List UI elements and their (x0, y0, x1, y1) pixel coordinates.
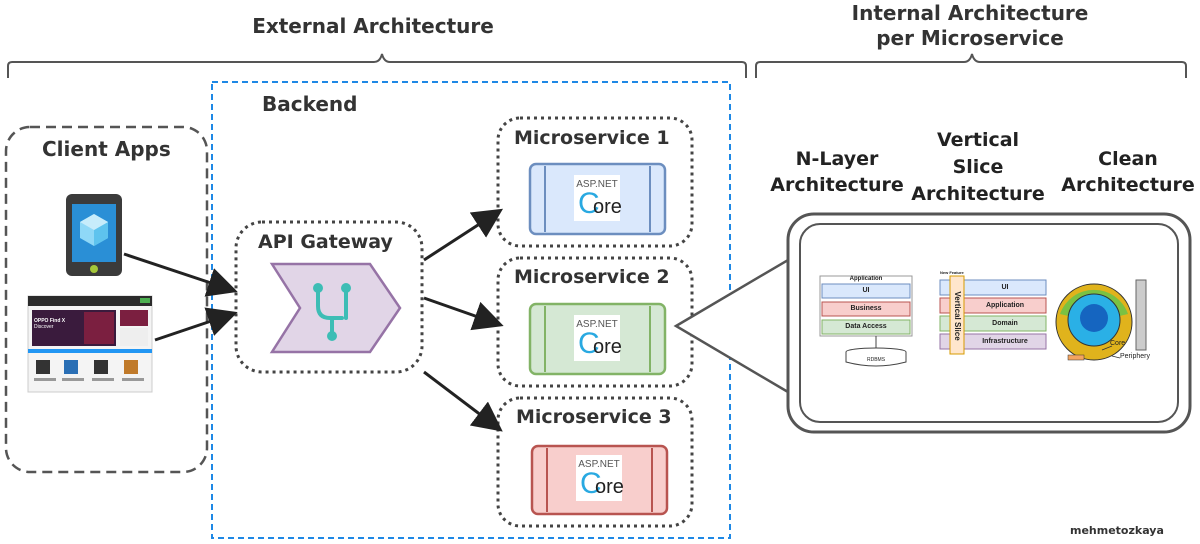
api-gateway-box (234, 220, 424, 374)
aspnet-c: C (578, 327, 600, 360)
n-layer-title-2: Architecture (770, 174, 904, 196)
arrow-gateway-to-ms2 (423, 296, 504, 331)
ms2-label: Microservice 2 (514, 266, 670, 288)
vertical-title-1: Vertical (936, 129, 1020, 151)
clean-core-label: Core (1110, 340, 1126, 347)
internal-title-line1: Internal Architecture (851, 1, 1089, 25)
backend-label: Backend (262, 92, 358, 116)
vertical-new-feature: New Feature (940, 270, 964, 275)
ms3-label: Microservice 3 (516, 406, 672, 428)
vertical-slice-title: Vertical Slice Architecture (906, 127, 1050, 208)
vertical-title-3: Architecture (911, 183, 1045, 205)
external-architecture-title: External Architecture (252, 14, 494, 38)
watermark: mehmetozkaya (1070, 524, 1164, 537)
n-layer-rdbms: RDBMS (866, 357, 886, 363)
internal-architecture-title: Internal Architecture per Microservice (800, 1, 1140, 51)
external-brace (7, 53, 747, 78)
aspnet-core-logo-1: ASP.NET C ore (574, 175, 622, 221)
aspnet-core-logo-2: ASP.NET C ore (574, 315, 622, 361)
n-layer-title-1: N-Layer (795, 148, 879, 170)
ms3-box (496, 396, 694, 528)
arrow-gateway-to-ms3 (423, 370, 503, 432)
aspnet-ore: ore (595, 476, 624, 498)
arrow-web-to-gateway (154, 307, 238, 342)
web-app-banner-sub: Discover (34, 324, 54, 330)
arrow-gateway-to-ms1 (423, 208, 504, 262)
api-gateway-label: API Gateway (258, 231, 393, 253)
vertical-layer-infrastructure: Infrastructure (982, 338, 1028, 345)
vertical-slice-label: Vertical Slice (953, 291, 962, 341)
client-apps-label: Client Apps (42, 137, 171, 161)
internal-brace (755, 53, 1187, 78)
n-layer-diagram (819, 275, 913, 367)
ms1-label: Microservice 1 (514, 127, 670, 149)
n-layer-ui: UI (862, 287, 870, 294)
vertical-layer-ui: UI (1001, 284, 1009, 291)
aspnet-c: C (580, 467, 602, 500)
aspnet-ore: ore (593, 336, 622, 358)
n-layer-application: Application (849, 276, 883, 282)
n-layer-business: Business (850, 305, 882, 312)
clean-architecture-diagram (1055, 279, 1147, 361)
vertical-title-2: Slice (952, 156, 1004, 178)
vertical-layer-application: Application (985, 302, 1025, 309)
web-app-banner-title: OPPO Find X (34, 318, 66, 324)
client-apps-box (4, 125, 209, 474)
n-layer-data-access: Data Access (845, 323, 887, 330)
vertical-slice-diagram (939, 275, 1047, 355)
phone-illustration (66, 194, 122, 276)
arrow-phone-to-gateway (123, 252, 238, 297)
clean-title-2: Architecture (1061, 174, 1195, 196)
gateway-chevron (269, 262, 402, 354)
vertical-layer-domain: Domain (992, 320, 1018, 327)
aspnet-core-logo-3: ASP.NET C ore (576, 455, 624, 501)
aspnet-text: ASP.NET (576, 319, 618, 330)
internal-title-line2: per Microservice (876, 26, 1064, 50)
clean-title: Clean Architecture (1056, 146, 1200, 198)
clean-title-1: Clean (1098, 148, 1158, 170)
clean-periphery-label: Periphery (1120, 353, 1150, 360)
aspnet-c: C (578, 187, 600, 220)
web-app-banner: OPPO Find X Discover (34, 318, 65, 330)
aspnet-ore: ore (593, 196, 622, 218)
n-layer-title: N-Layer Architecture (766, 146, 908, 198)
ms1-box (496, 116, 694, 248)
aspnet-text: ASP.NET (576, 179, 618, 190)
aspnet-text: ASP.NET (578, 459, 620, 470)
web-app-illustration (27, 295, 153, 393)
